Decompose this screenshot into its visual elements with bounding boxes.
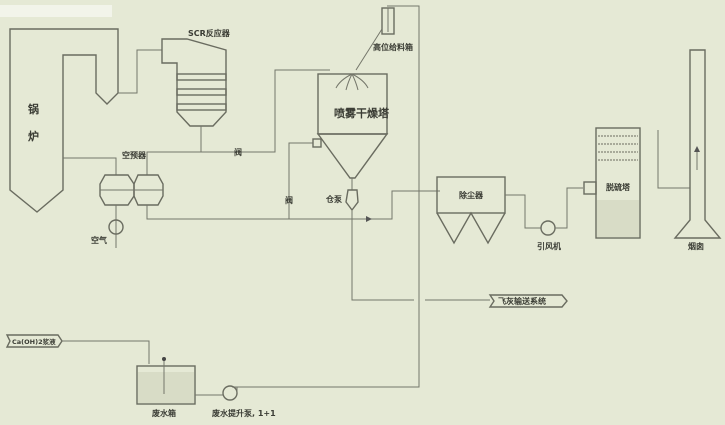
tower-liquid <box>597 200 639 237</box>
spray-dryer-label: 喷雾干燥塔 <box>334 106 390 120</box>
lime-slurry-tag: Ca(OH)2浆液 <box>5 334 63 348</box>
boiler-label-2: 炉 <box>28 129 39 143</box>
chimney-label: 烟囱 <box>688 241 704 251</box>
id-fan-label: 引风机 <box>537 241 561 251</box>
spray-nozzle-icon <box>335 73 369 91</box>
tower-packing <box>598 135 638 161</box>
air-preheater-left <box>99 174 135 206</box>
slurry-feed-line <box>232 5 420 388</box>
air-line-boiler <box>63 157 117 175</box>
fly-ash-system-label: 飞灰输送系统 <box>498 296 546 306</box>
flue-bypass-to-dryer <box>201 69 330 153</box>
agitator-motor <box>162 357 166 361</box>
flue-to-dust-collector <box>146 190 440 220</box>
air-preheater-label: 空预器 <box>122 150 147 160</box>
feed-to-nozzle-line <box>355 28 383 71</box>
branch-to-dryer-inlet <box>288 142 313 219</box>
scr-catalyst-layer <box>176 103 227 111</box>
dust-collector-label: 除尘器 <box>459 190 484 200</box>
scr-catalyst-layer <box>176 73 227 81</box>
spray-dryer-cone <box>316 133 389 179</box>
flow-arrow <box>366 216 372 222</box>
valve-label: 阀 <box>285 195 293 205</box>
silo-pump-label: 仓泵 <box>325 194 342 204</box>
dryer-inlet-box <box>312 138 322 148</box>
boiler <box>9 28 119 213</box>
slurry-to-tank-line <box>62 340 150 364</box>
id-fan-icon <box>540 220 556 236</box>
chimney <box>673 49 722 239</box>
fly-ash-system-tag: 飞灰输送系统 <box>488 294 568 308</box>
lime-slurry-label: Ca(OH)2浆液 <box>12 337 56 346</box>
scr-label: SCR反应器 <box>188 28 231 38</box>
feed-tank-label: 高位给料箱 <box>373 42 413 52</box>
flue-to-tower <box>555 187 583 229</box>
flue-to-fan <box>505 194 541 229</box>
up-arrow-head <box>694 146 700 152</box>
flue-scr-to-preheater <box>146 126 202 175</box>
air-preheater-right <box>133 174 164 206</box>
dust-collector-hoppers <box>436 211 506 245</box>
tank-liquid <box>138 372 194 403</box>
wastewater-tank-label: 废水箱 <box>152 408 176 418</box>
flue-boiler-to-scr <box>118 49 162 94</box>
header-bar <box>0 5 112 17</box>
air-label: 空气 <box>91 235 107 245</box>
scr-reactor <box>161 38 227 127</box>
fly-ash-line <box>351 210 414 301</box>
air-fan-icon <box>108 219 124 235</box>
spray-dryer-tower <box>317 73 388 135</box>
tower-inlet <box>583 181 597 195</box>
wastewater-pump-icon <box>222 385 238 401</box>
boiler-label-1: 锅 <box>28 102 39 116</box>
wastewater-tank <box>136 365 196 405</box>
desulfurization-tower-label: 脱硫塔 <box>606 182 631 192</box>
valve-label: 阀 <box>234 147 242 157</box>
wastewater-pump-label: 废水提升泵, 1+1 <box>212 408 276 418</box>
scr-catalyst-layer <box>176 88 227 96</box>
silo-pump <box>345 189 359 212</box>
flue-to-chimney <box>657 130 690 189</box>
